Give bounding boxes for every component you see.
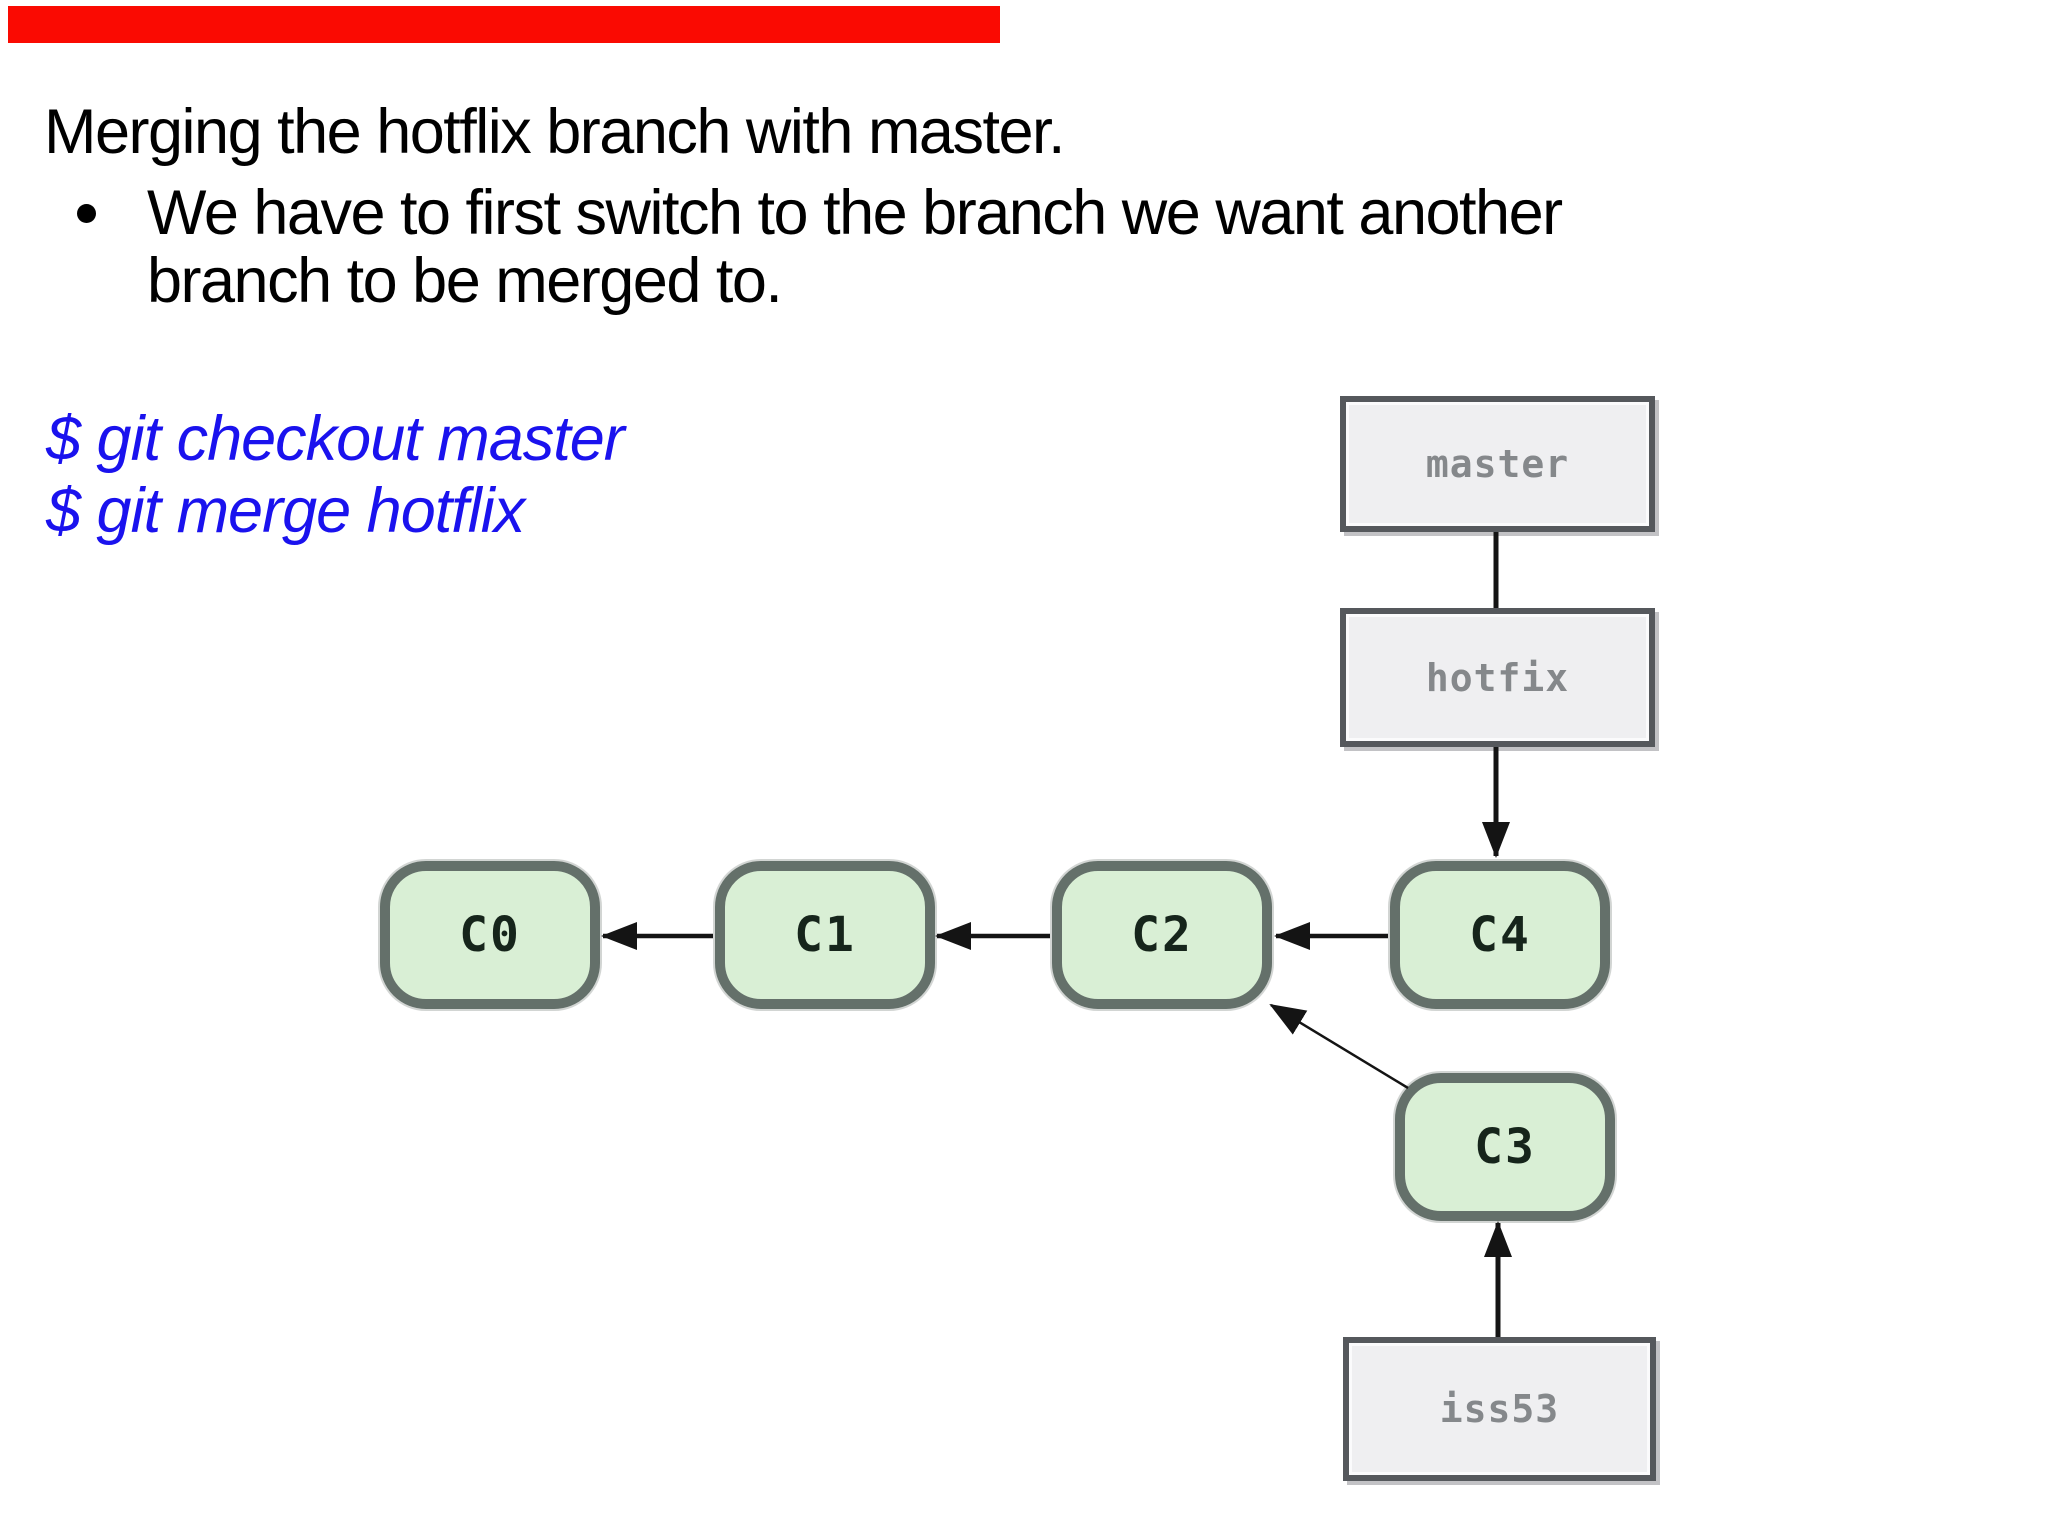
bullet-marker	[77, 204, 96, 223]
code-line-git-checkout: $ git checkout master	[46, 404, 625, 474]
branch-box-master: master	[1340, 396, 1655, 532]
commit-node-c3: C3	[1395, 1073, 1615, 1221]
commit-label-c4: C4	[1469, 907, 1531, 963]
commit-node-c1: C1	[715, 861, 935, 1009]
commit-node-c0: C0	[380, 861, 600, 1009]
bullet-line-1: We have to first switch to the branch we…	[147, 178, 1563, 248]
commit-label-c0: C0	[459, 907, 521, 963]
branch-label-hotfix: hotfix	[1425, 655, 1570, 700]
commit-node-c2: C2	[1052, 861, 1272, 1009]
slide-title: Merging the hotflix branch with master.	[44, 97, 1066, 167]
bullet-line-2: branch to be merged to.	[147, 246, 783, 316]
branch-label-master: master	[1425, 442, 1570, 486]
commit-label-c2: C2	[1131, 907, 1193, 963]
commit-label-c1: C1	[794, 907, 856, 963]
commit-label-c3: C3	[1474, 1119, 1536, 1175]
slide-accent-bar	[8, 6, 1000, 43]
branch-label-iss53: iss53	[1439, 1387, 1560, 1431]
code-line-git-merge: $ git merge hotflix	[46, 476, 525, 546]
arrow-c3-to-c2	[1269, 1003, 1409, 1090]
commit-node-c4: C4	[1390, 861, 1610, 1009]
branch-box-hotfix: hotfix	[1340, 608, 1655, 747]
branch-box-iss53: iss53	[1343, 1337, 1656, 1481]
